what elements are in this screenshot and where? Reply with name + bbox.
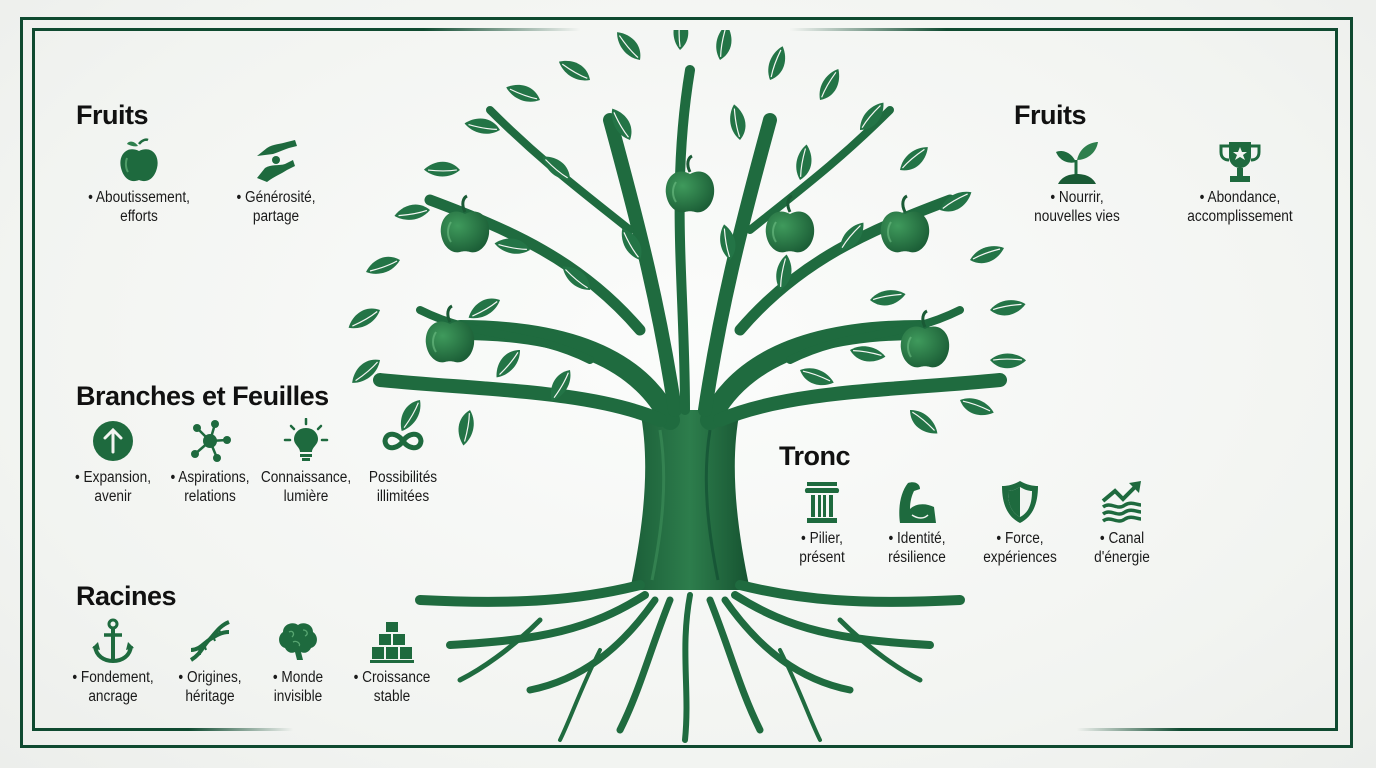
infinity-icon <box>382 431 424 451</box>
item-abondance: • Abondance, accomplissement <box>1175 138 1305 226</box>
item-canal: • Canal d'énergie <box>1057 479 1187 567</box>
item-label-line1: • Aboutissement, <box>88 189 190 206</box>
item-label-line2: partage <box>252 208 300 225</box>
brain-icon <box>279 623 317 660</box>
trophy-icon <box>1219 142 1261 182</box>
item-label-line1: • Fondement, <box>72 669 154 686</box>
section-title: Tronc <box>779 441 851 471</box>
item-aboutissement: • Aboutissement, efforts <box>74 138 204 226</box>
section-title: Fruits <box>1014 100 1087 130</box>
item-label-line2: présent <box>799 549 845 566</box>
item-pilier: • Pilier, présent <box>757 479 887 567</box>
item-label-line2: héritage <box>185 688 235 705</box>
item-fondement: • Fondement, ancrage <box>48 618 178 706</box>
item-label-line2: invisible <box>273 688 323 705</box>
item-nourrir: • Nourrir, nouvelles vies <box>1012 138 1142 226</box>
item-label-line2: résilience <box>888 549 946 566</box>
apple-icon <box>120 138 158 182</box>
stacked-blocks-icon <box>370 622 414 663</box>
dna-icon <box>189 620 230 662</box>
item-croissance: • Croissance stable <box>327 618 457 706</box>
item-label-line2: lumière <box>283 488 329 505</box>
section-title: Racines <box>76 581 177 611</box>
inner-frame <box>32 28 1338 731</box>
inner-frame-top-line <box>32 28 1338 31</box>
arrow-up-circle-icon <box>93 421 133 461</box>
item-label-line1: • Pilier, <box>801 530 843 547</box>
item-label-line2: expériences <box>983 549 1057 566</box>
item-aspirations: • Aspirations, relations <box>145 418 275 506</box>
shield-icon <box>1002 481 1038 523</box>
item-label-line1: • Identité, <box>888 530 946 547</box>
item-label-line2: avenir <box>94 488 132 505</box>
item-label-line1: Possibilités <box>368 469 438 486</box>
item-label-line1: • Canal <box>1099 530 1145 547</box>
section-title: Branches et Feuilles <box>76 381 329 411</box>
item-label-line2: ancrage <box>88 688 138 705</box>
item-label-line1: • Force, <box>996 530 1044 547</box>
item-label-line2: d'énergie <box>1094 549 1150 566</box>
item-monde-invisible: • Monde invisible <box>233 618 363 706</box>
item-label-line1: • Abondance, <box>1199 189 1281 206</box>
item-connaissance: Connaissance, lumière <box>241 418 371 506</box>
item-label-line2: stable <box>373 688 411 705</box>
item-label-line1: • Expansion, <box>74 469 152 486</box>
item-label-line1: • Croissance <box>353 669 431 686</box>
item-label-line2: nouvelles vies <box>1034 208 1120 225</box>
item-label-line2: relations <box>184 488 236 505</box>
item-label-line1: • Aspirations, <box>170 469 250 486</box>
lightbulb-icon <box>283 418 329 461</box>
item-label-line1: Connaissance, <box>260 469 352 486</box>
item-generosite: • Générosité, partage <box>211 138 341 226</box>
item-identite: • Identité, résilience <box>852 479 982 567</box>
item-expansion: • Expansion, avenir <box>48 418 178 506</box>
item-label-line1: • Monde <box>272 669 324 686</box>
pillar-icon <box>804 482 840 523</box>
network-icon <box>191 420 231 462</box>
item-label-line1: • Générosité, <box>236 189 316 206</box>
flexed-arm-icon <box>899 482 936 523</box>
item-origines: • Origines, héritage <box>145 618 275 706</box>
energy-trend-icon <box>1101 481 1142 523</box>
item-label-line2: illimitées <box>376 488 430 505</box>
item-label-line1: • Nourrir, <box>1050 189 1104 206</box>
item-force: • Force, expériences <box>955 479 1085 567</box>
item-label-line2: efforts <box>120 208 158 225</box>
item-possibilites: Possibilités illimitées <box>338 418 468 506</box>
tree-of-life-icon <box>345 30 1028 743</box>
anchor-icon <box>92 618 134 664</box>
item-label-line1: • Origines, <box>178 669 242 686</box>
section-title: Fruits <box>76 100 149 130</box>
sprout-icon <box>1056 142 1098 184</box>
giving-hands-icon <box>257 140 297 182</box>
item-label-line2: accomplissement <box>1187 208 1293 225</box>
outer-frame <box>20 17 1353 748</box>
